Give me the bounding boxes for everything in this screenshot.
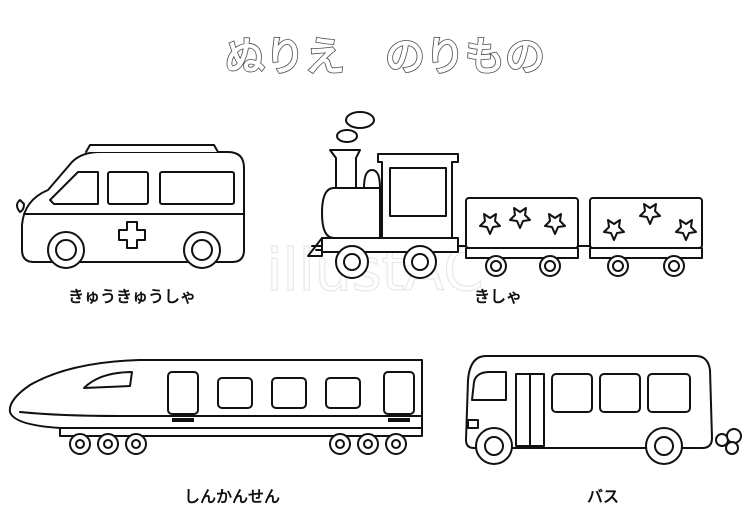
shinkansen-drawing	[8, 359, 423, 455]
steam-train-drawing	[307, 111, 703, 279]
bus-label: バス	[587, 487, 619, 506]
ambulance-label: きゅうきゅうしゃ	[68, 287, 196, 306]
shinkansen-label: しんかんせん	[184, 487, 280, 506]
steam-train-label: きしゃ	[474, 287, 522, 306]
page-title: ぬりえ のりもの	[225, 34, 545, 80]
ambulance-drawing	[16, 144, 245, 269]
bus-drawing	[465, 355, 742, 465]
